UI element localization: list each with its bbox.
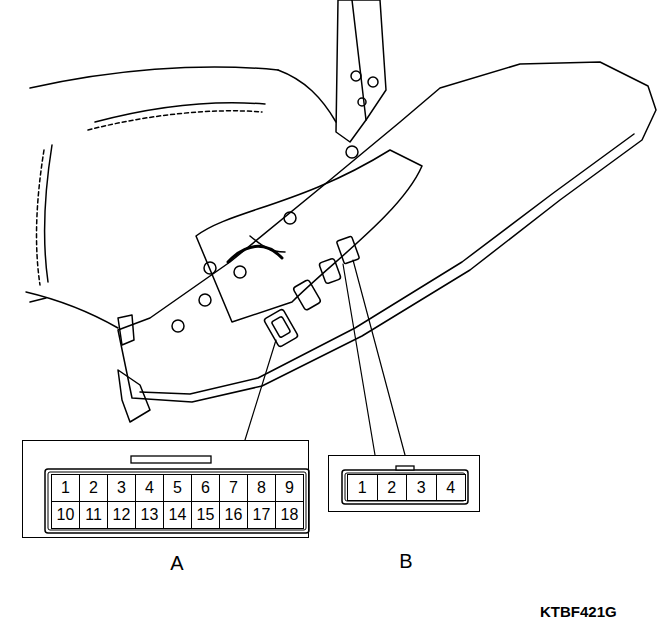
wire-harness xyxy=(228,246,282,262)
bolt xyxy=(234,266,246,278)
pin-cell: 1 xyxy=(51,474,80,502)
connector-letter: B xyxy=(399,551,412,571)
pin-cell: 3 xyxy=(406,474,437,501)
bolt xyxy=(172,320,184,332)
pin-cell: 4 xyxy=(135,474,164,502)
connector-shell xyxy=(342,470,468,504)
recline-lever xyxy=(118,370,150,422)
pin-cell: 2 xyxy=(377,474,408,501)
pin-cell: 15 xyxy=(191,501,220,529)
bolt xyxy=(199,294,211,306)
pin-cell: 16 xyxy=(219,501,248,529)
hinge-bracket xyxy=(336,0,366,142)
pin-cell: 3 xyxy=(107,474,136,502)
leader-line xyxy=(343,264,375,455)
pin-number: 16 xyxy=(225,507,243,523)
bolt xyxy=(204,262,216,274)
pin-number: 2 xyxy=(387,480,396,496)
bolt xyxy=(368,77,378,87)
shield-edge xyxy=(140,134,634,394)
hinge-plate xyxy=(352,0,386,120)
cushion-stitch xyxy=(37,150,44,285)
pin-number: 5 xyxy=(173,480,182,496)
cushion-edge xyxy=(30,298,46,302)
switch-connector-a xyxy=(263,309,298,348)
pin-cell: 7 xyxy=(219,474,248,502)
bolt xyxy=(351,71,361,81)
switch-connector-a-inner xyxy=(271,316,290,338)
switch-connector-b xyxy=(336,236,359,264)
connector-letter: A xyxy=(170,553,183,573)
cushion-seam xyxy=(95,103,265,122)
cushion-front xyxy=(26,292,118,328)
pin-cell: 8 xyxy=(247,474,276,502)
pin-cell: 1 xyxy=(347,474,378,501)
cushion-top xyxy=(30,67,278,88)
seat-track xyxy=(118,315,134,345)
pin-number: 3 xyxy=(117,480,126,496)
pin-cell: 14 xyxy=(163,501,192,529)
cushion-stitch xyxy=(88,111,262,130)
pin-number: 1 xyxy=(358,480,367,496)
pin-cell: 11 xyxy=(79,501,108,529)
connector-shell xyxy=(45,469,309,533)
connector-shell-inner xyxy=(48,472,306,530)
leader-line xyxy=(353,260,405,455)
pin-number: 10 xyxy=(57,507,75,523)
shield-recess xyxy=(196,150,422,322)
bolt xyxy=(284,212,296,224)
pin-number: 14 xyxy=(169,507,187,523)
pin-cell: 12 xyxy=(107,501,136,529)
pin-number: 2 xyxy=(89,480,98,496)
pin-cell: 4 xyxy=(436,474,467,501)
pin-number: 7 xyxy=(229,480,238,496)
side-shield xyxy=(118,62,656,402)
pin-cell: 2 xyxy=(79,474,108,502)
locking-tab xyxy=(131,456,211,463)
cushion-side xyxy=(278,70,336,122)
pin-cell: 17 xyxy=(247,501,276,529)
pin-cell: 18 xyxy=(275,501,304,529)
pin-number: 11 xyxy=(85,507,102,523)
pin-number: 15 xyxy=(197,507,215,523)
pin-cell: 13 xyxy=(135,501,164,529)
pin-number: 12 xyxy=(113,507,131,523)
pin-number: 13 xyxy=(141,507,159,523)
connector-face: A123456789101112131415161718 xyxy=(22,440,309,538)
leader-line xyxy=(245,340,276,440)
bolt xyxy=(346,146,358,158)
pin-number: 4 xyxy=(145,480,154,496)
pin-cell: 5 xyxy=(163,474,192,502)
pin-cell: 9 xyxy=(275,474,304,502)
pin-number: 18 xyxy=(281,507,299,523)
connector-shell-inner xyxy=(345,473,465,501)
pin-number: 1 xyxy=(61,480,70,496)
pin-number: 3 xyxy=(417,480,426,496)
locking-tab xyxy=(396,466,414,470)
pin-number: 6 xyxy=(201,480,210,496)
pin-number: 17 xyxy=(253,507,271,523)
pin-number: 4 xyxy=(446,480,455,496)
pin-number: 9 xyxy=(285,480,294,496)
pin-cell: 6 xyxy=(191,474,220,502)
bolt xyxy=(358,98,366,106)
wire-harness xyxy=(250,236,285,252)
switch-knob xyxy=(319,258,342,284)
switch-knob xyxy=(293,279,322,311)
cushion-seam xyxy=(45,145,52,282)
pin-number: 8 xyxy=(257,480,266,496)
connector-face: B1234 xyxy=(328,455,480,512)
pin-cell: 10 xyxy=(51,501,80,529)
figure-code: KTBF421G xyxy=(540,604,617,619)
